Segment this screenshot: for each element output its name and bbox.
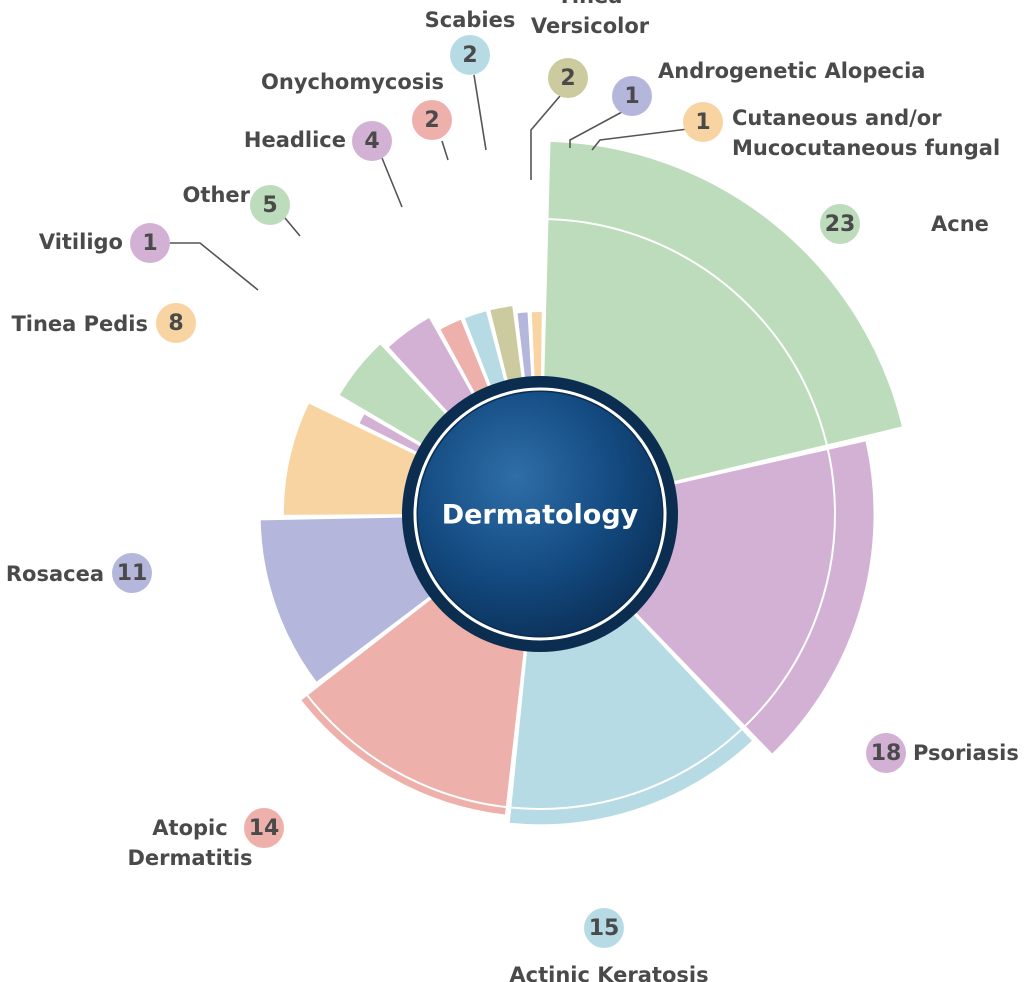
category-label-onychomycosis: Onychomycosis (261, 70, 444, 94)
value-label-onychomycosis: 2 (424, 108, 439, 133)
center-hub: Dermatology (402, 376, 678, 652)
value-label-headlice: 4 (364, 129, 379, 154)
value-bubble-onychomycosis (412, 100, 452, 140)
value-label-tinea-pedis: 8 (168, 311, 183, 336)
category-label-tinea-versicolor: TineaVersicolor (531, 0, 650, 38)
category-label-other: Other (183, 183, 251, 207)
value-bubble-tinea-pedis (156, 303, 196, 343)
value-bubble-androgenetic-alopecia (612, 76, 652, 116)
leader-line-other (284, 217, 301, 237)
value-bubble-acne (820, 204, 860, 244)
leader-line-vitiligo (170, 242, 259, 291)
category-label-headlice: Headlice (244, 128, 346, 152)
value-label-actinic-keratosis: 15 (589, 916, 620, 941)
value-label-other: 5 (262, 193, 277, 218)
category-label-tinea-pedis: Tinea Pedis (11, 312, 148, 336)
category-label-vitiligo: Vitiligo (39, 230, 123, 254)
value-label-scabies: 2 (462, 43, 477, 68)
hub-inner-disc (418, 392, 662, 636)
category-label-acne: Acne (931, 212, 989, 236)
value-bubble-tinea-versicolor (548, 58, 588, 98)
category-label-psoriasis: Psoriasis (913, 741, 1019, 765)
value-bubble-atopic-dermatitis (244, 808, 284, 848)
value-bubble-other (250, 185, 290, 225)
value-bubble-scabies (450, 35, 490, 75)
value-label-psoriasis: 18 (871, 741, 902, 766)
guide-ring (244, 218, 836, 810)
value-label-vitiligo: 1 (142, 231, 157, 256)
leader-line-tinea-versicolor (530, 95, 561, 180)
value-label-tinea-versicolor: 2 (560, 66, 575, 91)
value-bubble-psoriasis (866, 733, 906, 773)
category-label-rosacea: Rosacea (6, 562, 104, 586)
value-bubble-headlice (352, 121, 392, 161)
value-bubble-actinic-keratosis (584, 908, 624, 948)
center-label: Dermatology (442, 500, 639, 531)
value-label-rosacea: 11 (117, 561, 148, 586)
leader-line-androgenetic-alopecia (569, 111, 623, 148)
value-label-acne: 23 (825, 212, 856, 237)
value-label-androgenetic-alopecia: 1 (624, 84, 639, 109)
leader-lines-layer (170, 74, 689, 291)
leader-line-headlice (381, 157, 403, 208)
value-bubble-vitiligo (130, 223, 170, 263)
category-label-scabies: Scabies (425, 8, 516, 32)
value-bubble-rosacea (112, 553, 152, 593)
value-label-cutaneous-and-or-mucocutaneous-fungal: 1 (695, 110, 710, 135)
value-bubble-cutaneous-and-or-mucocutaneous-fungal (683, 102, 723, 142)
leader-line-scabies (473, 74, 487, 151)
leader-line-cutaneous-and-or-mucocutaneous-fungal (591, 128, 689, 151)
category-label-actinic-keratosis: Actinic Keratosis (509, 963, 708, 982)
value-label-atopic-dermatitis: 14 (249, 816, 280, 841)
category-label-androgenetic-alopecia: Androgenetic Alopecia (658, 59, 925, 83)
hub-white-ring (413, 387, 667, 641)
leader-line-onychomycosis (441, 140, 449, 161)
